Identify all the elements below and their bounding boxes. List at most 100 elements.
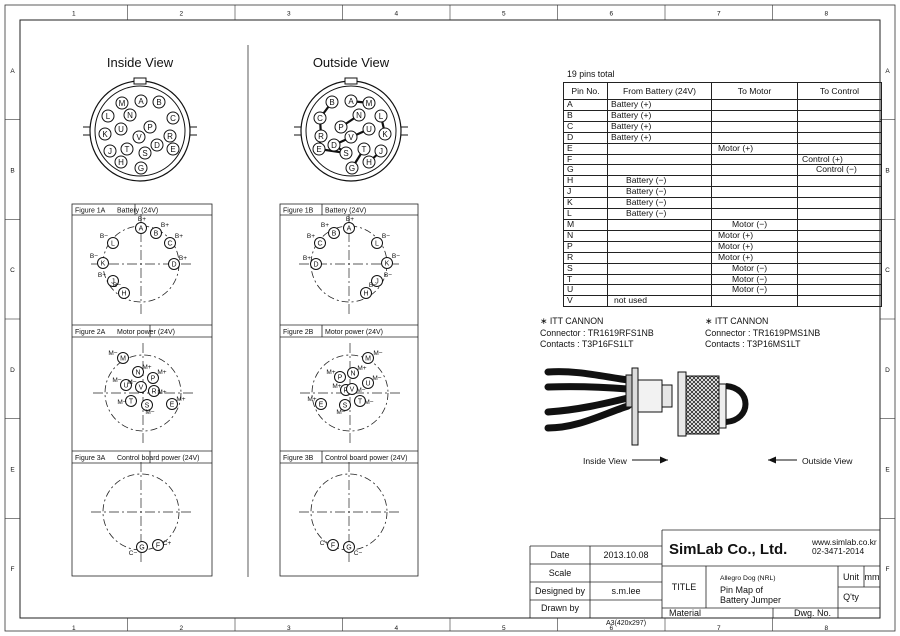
pin-contact [168, 258, 180, 270]
unit-label: Unit [843, 572, 860, 582]
polarity-label: B− [369, 282, 377, 289]
pin-contact [107, 275, 119, 287]
pin-contact [118, 287, 130, 299]
pin-letter: U [365, 381, 370, 388]
connector-nose [661, 384, 673, 408]
control-cell [797, 142, 882, 155]
zone-row-label: F [11, 566, 15, 573]
zone-column-label: 4 [394, 11, 398, 18]
polarity-label: M− [373, 350, 382, 357]
battery-cell [607, 218, 712, 231]
pin-contact [314, 237, 326, 249]
pin-map-table: Pin No. From Battery (24V) To Motor To C… [563, 82, 882, 308]
pin-contact [134, 94, 148, 108]
control-cell [797, 240, 882, 253]
pin-letter: B [332, 231, 337, 238]
key-notch [344, 77, 358, 85]
pin-cell: B [563, 109, 608, 122]
polarity-label: B+ [321, 222, 329, 229]
pin-contact [135, 381, 147, 393]
pin-contact [138, 146, 152, 160]
motor-cell [711, 153, 798, 166]
pin-contact [344, 130, 358, 144]
pin-letter: R [343, 388, 348, 395]
motor-cell: Motor (−) [711, 273, 798, 286]
pin-cell: S [563, 262, 608, 275]
motor-cell [711, 175, 798, 188]
figure-2a-desc: Motor power (24V) [117, 329, 175, 336]
left-connector-spec: ∗ ITT CANNON Connector : TR1619RFS1NB Co… [540, 316, 654, 351]
control-cell: Control (+) [797, 153, 882, 166]
pin-contact [135, 222, 147, 234]
control-cell [797, 295, 882, 308]
qty-label: Q'ty [843, 592, 859, 602]
zone-column-label: 2 [179, 625, 183, 632]
battery-cell [607, 240, 712, 253]
pin-contact [103, 144, 117, 158]
pin-letter: F [331, 543, 335, 550]
pin-cell: V [563, 295, 608, 308]
key-notch [133, 77, 147, 85]
pin-contact [163, 129, 177, 143]
pin-contact [327, 539, 339, 551]
pin-cell: G [563, 164, 608, 177]
pin-letter: J [108, 147, 112, 156]
pin-contact [345, 161, 359, 175]
pin-contact [381, 257, 393, 269]
control-cell [797, 197, 882, 210]
inside-view-label: Inside View [583, 456, 628, 466]
pin-letter: N [356, 111, 362, 120]
battery-cell: Battery (−) [607, 208, 712, 220]
pin-letter: C [167, 241, 172, 248]
motor-cell [711, 99, 798, 111]
figure-1a-diagram: AB+BB+LB−CB+KB−DB+JB−HB− [90, 214, 191, 314]
pin-contact [362, 352, 374, 364]
control-cell [797, 262, 882, 275]
polarity-label: B− [98, 272, 106, 279]
polarity-label: C− [129, 550, 138, 557]
right-connector-contacts: Contacts : T3P16MS1LT [705, 339, 801, 349]
pin-letter: B [156, 98, 161, 107]
pin-contact [312, 142, 326, 156]
control-cell [797, 284, 882, 297]
pin-contact [125, 395, 137, 407]
zone-column-label: 5 [502, 625, 506, 632]
battery-cell [607, 164, 712, 177]
plug-knurled-shell [685, 375, 720, 435]
pin-contact [313, 111, 327, 125]
pin-contact [371, 275, 383, 287]
pin-letter: H [363, 291, 368, 298]
pin-contact [310, 258, 322, 270]
motor-cell: Motor (+) [711, 240, 798, 253]
header-pin-no: Pin No. [563, 82, 608, 100]
zone-column-label: 2 [179, 11, 183, 18]
polarity-label: B− [113, 282, 121, 289]
pin-contact [362, 122, 376, 136]
pin-letter: G [138, 164, 144, 173]
header-to-control: To Control [797, 82, 882, 100]
pin-table-header-row: Pin No. From Battery (24V) To Motor To C… [563, 82, 882, 100]
polarity-label: M− [336, 409, 345, 416]
title-label: TITLE [672, 582, 697, 592]
pin-letter: P [338, 375, 343, 382]
battery-cell: Battery (−) [607, 175, 712, 188]
pin-table-caption: 19 pins total [567, 69, 614, 79]
zone-row-label: A [10, 68, 15, 75]
pin-letter: E [170, 145, 175, 154]
figure-2b-id: Figure 2B [283, 329, 314, 336]
pin-cell: R [563, 251, 608, 264]
pin-contact [150, 227, 162, 239]
battery-cell [607, 251, 712, 264]
zone-column-label: 3 [287, 625, 291, 632]
